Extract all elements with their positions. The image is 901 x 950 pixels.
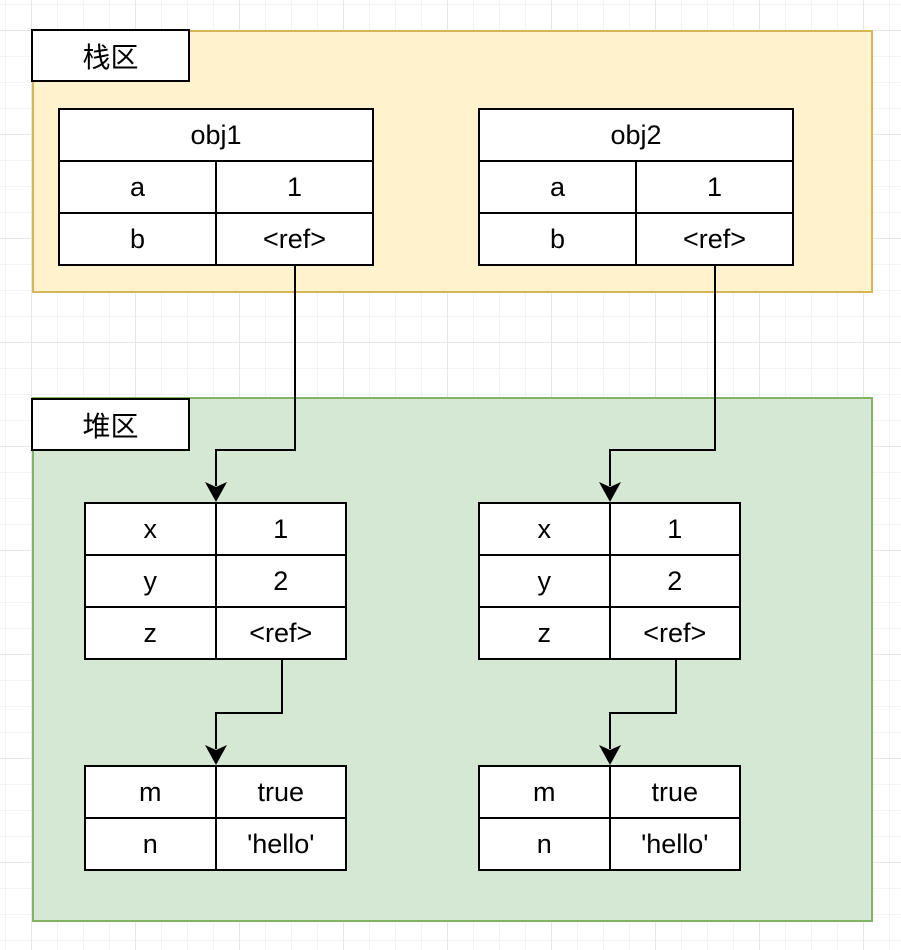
property-value: 1 [215, 160, 374, 214]
property-value: 1 [214, 502, 347, 556]
table-row: x 1 [478, 502, 741, 556]
property-value: 1 [635, 160, 794, 214]
property-value: 'hello' [214, 817, 347, 871]
heap-inner-object: m true n 'hello' [84, 765, 347, 871]
property-value: true [214, 765, 347, 819]
table-row: n 'hello' [84, 817, 347, 871]
property-key: b [58, 212, 217, 266]
property-key: x [478, 502, 611, 556]
property-value: <ref> [214, 606, 347, 660]
heap-region-label: 堆区 [31, 398, 190, 451]
property-value: 1 [608, 502, 741, 556]
property-key: b [478, 212, 637, 266]
table-row: b <ref> [58, 212, 374, 266]
stack-region-label: 栈区 [31, 29, 190, 82]
object-name: obj1 [58, 108, 374, 162]
property-value: true [608, 765, 741, 819]
heap-inner-object: m true n 'hello' [478, 765, 741, 871]
property-value: <ref> [608, 606, 741, 660]
property-key: m [478, 765, 611, 819]
property-key: a [58, 160, 217, 214]
table-row: m true [84, 765, 347, 819]
object-name: obj2 [478, 108, 794, 162]
property-key: n [478, 817, 611, 871]
property-key: x [84, 502, 217, 556]
property-value: 2 [608, 554, 741, 608]
table-row: z <ref> [84, 606, 347, 660]
table-row: y 2 [84, 554, 347, 608]
property-value: <ref> [215, 212, 374, 266]
property-value: 'hello' [608, 817, 741, 871]
stack-object-obj2: obj2 a 1 b <ref> [478, 108, 794, 266]
table-row: m true [478, 765, 741, 819]
property-key: y [478, 554, 611, 608]
table-row: x 1 [84, 502, 347, 556]
property-key: n [84, 817, 217, 871]
stack-object-obj1: obj1 a 1 b <ref> [58, 108, 374, 266]
table-row: z <ref> [478, 606, 741, 660]
table-row: b <ref> [478, 212, 794, 266]
heap-object: x 1 y 2 z <ref> [84, 502, 347, 660]
heap-object: x 1 y 2 z <ref> [478, 502, 741, 660]
property-key: z [84, 606, 217, 660]
property-key: m [84, 765, 217, 819]
table-row: n 'hello' [478, 817, 741, 871]
property-value: 2 [214, 554, 347, 608]
property-value: <ref> [635, 212, 794, 266]
table-row: a 1 [58, 160, 374, 214]
property-key: y [84, 554, 217, 608]
property-key: a [478, 160, 637, 214]
table-row: y 2 [478, 554, 741, 608]
property-key: z [478, 606, 611, 660]
table-row: a 1 [478, 160, 794, 214]
